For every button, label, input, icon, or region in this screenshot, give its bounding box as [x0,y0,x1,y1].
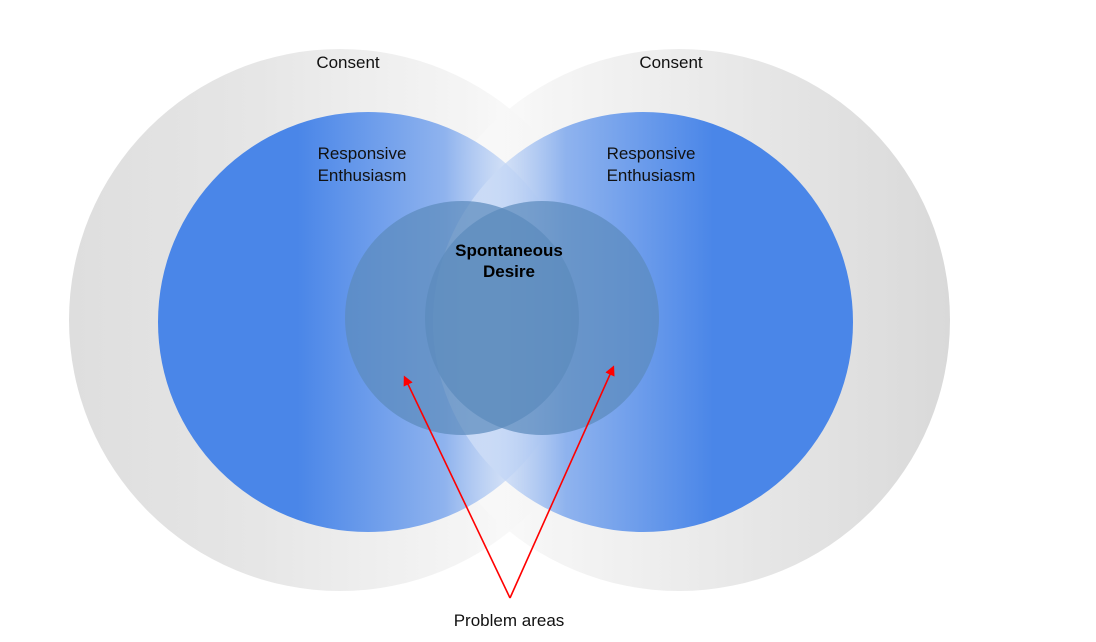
problem-areas-label: Problem areas [454,611,565,630]
consent-label-left: Consent [316,53,380,72]
arrow-left [403,375,511,599]
consent-label-right: Consent [639,53,703,72]
spontaneous-circle-right [425,201,659,435]
spontaneous-label-line2: Desire [483,262,535,281]
responsive-label-right-line1: Responsive [607,144,696,163]
responsive-label-left-line2: Enthusiasm [318,166,407,185]
spontaneous-label-line1: Spontaneous [455,241,563,260]
responsive-label-right-line2: Enthusiasm [607,166,696,185]
responsive-label-left-line1: Responsive [318,144,407,163]
arrow-right [509,365,615,599]
